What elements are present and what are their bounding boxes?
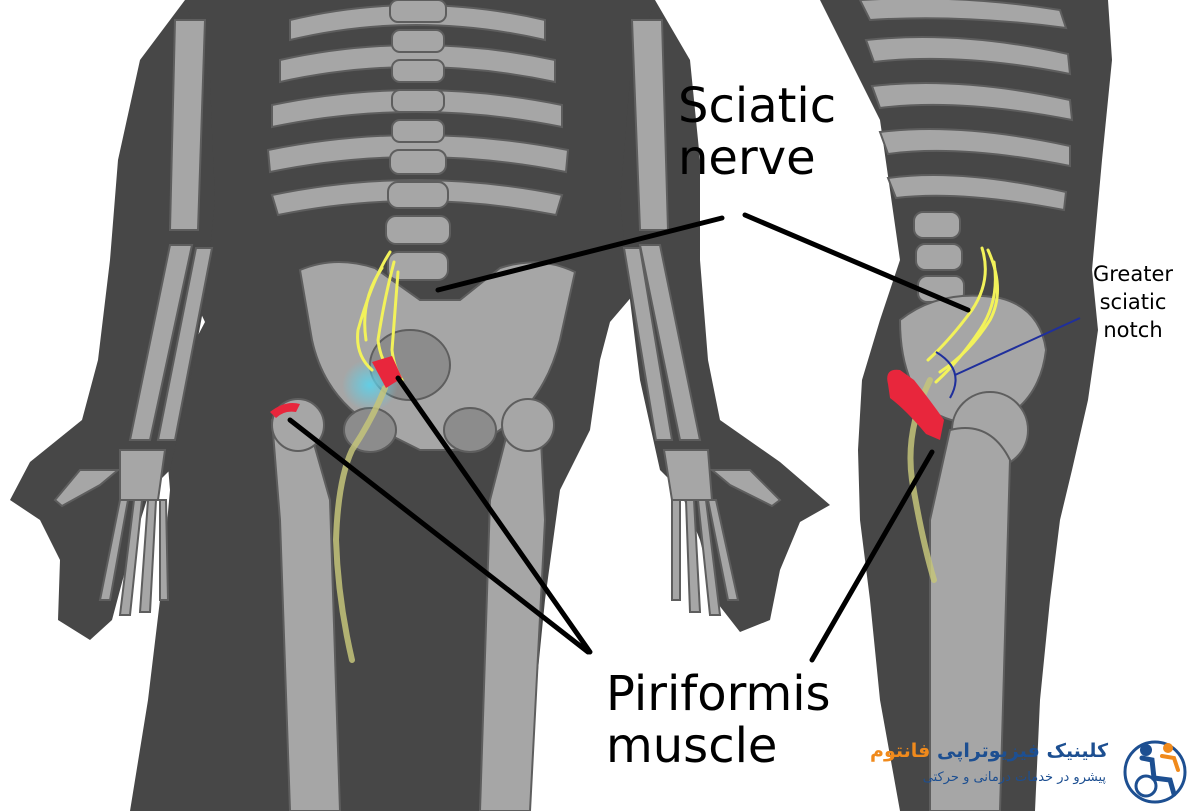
physio-person-icon (1123, 740, 1187, 804)
notch-label-line1: Greater (1092, 262, 1174, 286)
greater-sciatic-notch-label: Greater sciatic notch (1078, 260, 1188, 344)
logo-title-main: کلینیک فیزیوتراپی (936, 740, 1108, 762)
greater-sciatic-notch-arc (935, 351, 957, 399)
piriformis-label-line2: muscle (606, 718, 778, 774)
sciatic-nerve-label: Sciatic nerve (678, 80, 836, 184)
piriformis-muscle-label: Piriformis muscle (606, 668, 831, 772)
notch-label-line2: sciatic (1099, 290, 1167, 314)
front-left-hand (53, 449, 170, 616)
front-piriformis-small (270, 403, 300, 418)
side-piriformis-muscle (887, 369, 944, 440)
logo-title-accent: فانتوم (870, 740, 931, 762)
logo-subtitle: پیشرو در خدمات درمانی و حرکتی (922, 770, 1106, 785)
front-right-hand (662, 449, 782, 616)
front-piriformis-muscle (372, 356, 402, 388)
side-skeleton (858, 0, 1074, 811)
leader-lines (287, 212, 971, 663)
sciatic-label-line2: nerve (678, 130, 816, 186)
notch-leader-line (954, 317, 1081, 376)
notch-label-line3: notch (1103, 318, 1163, 342)
piriformis-label-line1: Piriformis (606, 666, 831, 722)
sciatic-label-line1: Sciatic (678, 78, 837, 134)
logo-title: کلینیک فیزیوتراپی فانتوم (870, 740, 1108, 762)
clinic-logo: کلینیک فیزیوتراپی فانتوم پیشرو در خدمات … (870, 732, 1198, 808)
